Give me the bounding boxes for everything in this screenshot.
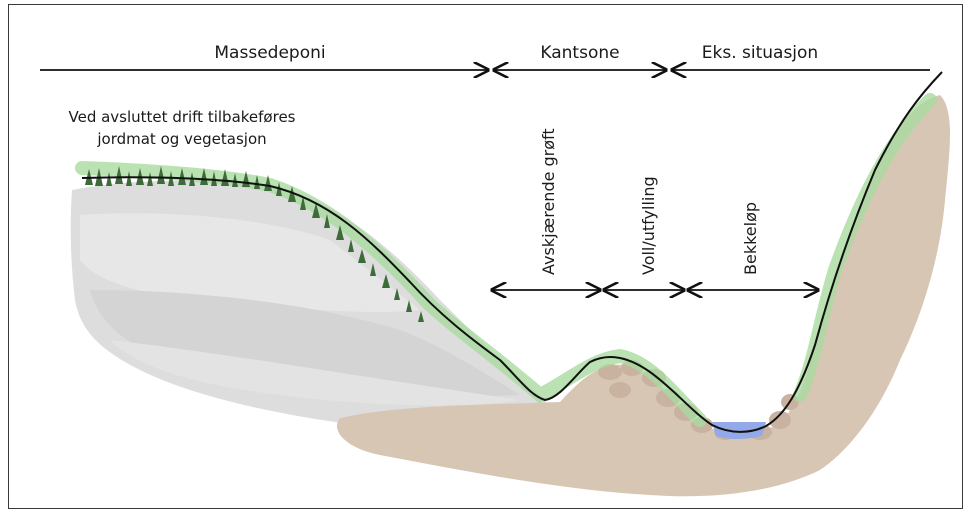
feature-label-bekk: Bekkeløp: [741, 202, 760, 275]
zone-label-massedeponi: Massedeponi: [214, 43, 325, 63]
zone-label-kantsone: Kantsone: [540, 43, 619, 63]
zone-label-eks-situasjon: Eks. situasjon: [702, 43, 818, 63]
note-line-1: Ved avsluttet drift tilbakeføres: [69, 108, 296, 126]
stream-water: [712, 422, 766, 439]
note-line-2: jordmat og vegetasjon: [96, 130, 266, 148]
feature-label-groft: Avskjærende grøft: [539, 128, 558, 275]
deposit-mass: [71, 181, 560, 437]
feature-label-voll: Voll/utfylling: [639, 176, 658, 275]
